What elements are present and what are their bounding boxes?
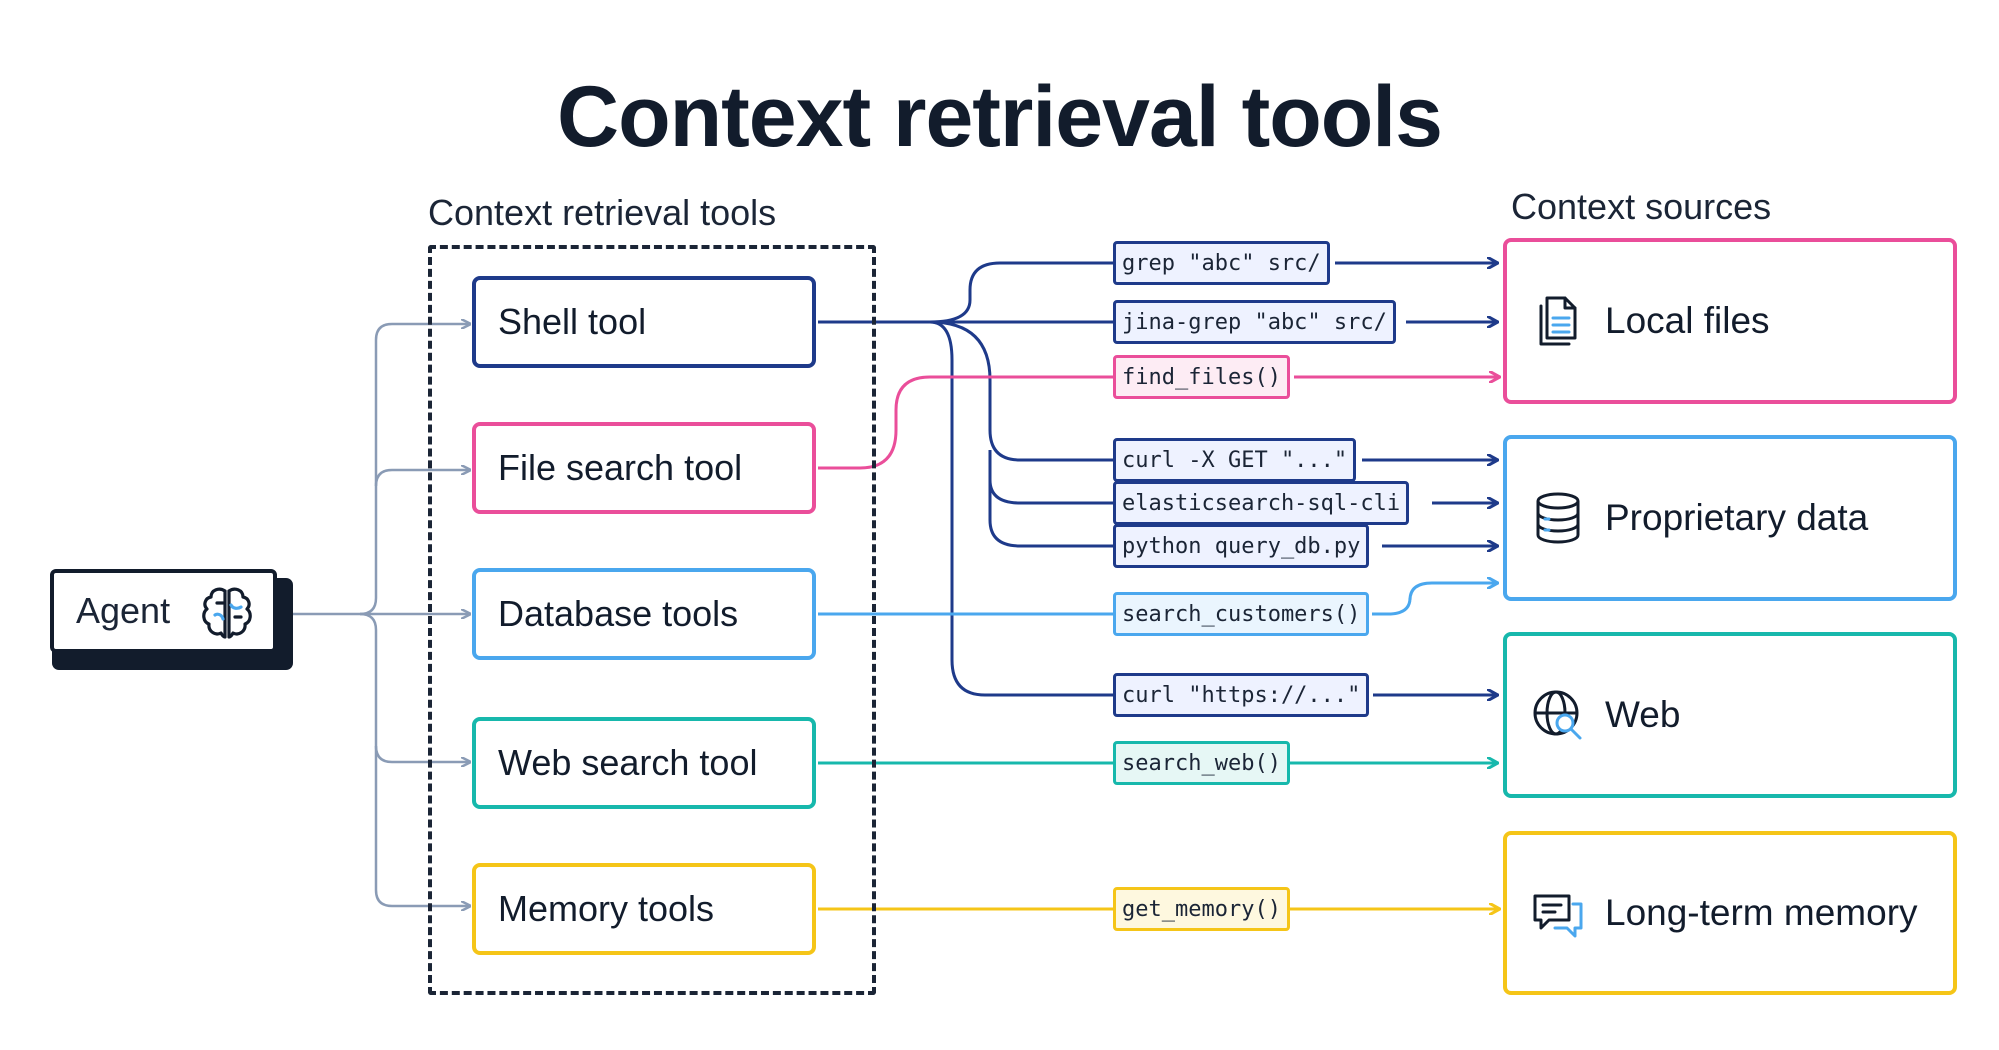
proprietary-data-box[interactable]: Proprietary data xyxy=(1503,435,1957,601)
command-search-customers: search_customers() xyxy=(1113,592,1370,636)
memory-tools-label: Memory tools xyxy=(498,888,715,929)
command-search-web: search_web() xyxy=(1113,741,1290,785)
database-connectors xyxy=(818,583,1498,616)
search-customers-to-proprietary-arrow xyxy=(1372,583,1498,616)
command-jina-grep: jina-grep "abc" src/ xyxy=(1113,300,1396,344)
brain-icon xyxy=(202,587,252,639)
agent-to-shell-arrow xyxy=(359,324,470,616)
shell-to-curl-get-line xyxy=(929,320,1113,462)
command-python-query-db: python query_db.py xyxy=(1113,524,1370,568)
agent-node[interactable]: Agent xyxy=(50,569,277,653)
command-grep: grep "abc" src/ xyxy=(1113,241,1330,285)
web-label: Web xyxy=(1605,694,1681,735)
command-find-files: find_files() xyxy=(1113,355,1290,399)
local-files-label: Local files xyxy=(1605,300,1770,341)
agent-label: Agent xyxy=(76,590,171,631)
shell-to-grep-line xyxy=(929,261,1113,324)
web-search-tool-label: Web search tool xyxy=(498,742,758,783)
command-curl-https: curl "https://..." xyxy=(1113,673,1370,717)
database-icon xyxy=(1536,492,1580,544)
shell-tool-box[interactable]: Shell tool xyxy=(472,276,816,368)
agent-to-web-search-arrow xyxy=(374,745,470,762)
chat-icon xyxy=(1533,894,1583,938)
shell-branch-connectors xyxy=(818,263,1498,695)
command-get-memory: get_memory() xyxy=(1113,887,1290,931)
shell-to-python-line xyxy=(988,480,1113,548)
tools-group-label: Context retrieval tools xyxy=(428,192,777,233)
file-search-tool-box[interactable]: File search tool xyxy=(472,422,816,514)
command-curl-get: curl -X GET "..." xyxy=(1113,438,1357,482)
agent-to-memory-arrow xyxy=(359,612,470,906)
agent-to-tools-connectors xyxy=(279,324,470,906)
document-icon xyxy=(1539,296,1577,346)
tools-group-box xyxy=(428,245,876,995)
shell-tool-label: Shell tool xyxy=(498,301,647,342)
database-tools-label: Database tools xyxy=(498,593,739,634)
diagram-title: Context retrieval tools xyxy=(557,69,1443,165)
globe-search-icon xyxy=(1533,690,1582,740)
local-files-box[interactable]: Local files xyxy=(1503,238,1957,404)
memory-tools-box[interactable]: Memory tools xyxy=(472,863,816,955)
web-search-tool-box[interactable]: Web search tool xyxy=(472,717,816,809)
sources-group-label: Context sources xyxy=(1511,186,1772,227)
database-tools-box[interactable]: Database tools xyxy=(472,568,816,660)
file-search-tool-label: File search tool xyxy=(498,447,743,488)
web-box[interactable]: Web xyxy=(1503,632,1957,798)
proprietary-data-label: Proprietary data xyxy=(1605,497,1869,538)
long-term-memory-label: Long-term memory xyxy=(1605,892,1918,933)
shell-to-curl-https-line xyxy=(929,320,1113,697)
command-elasticsearch-sql-cli: elasticsearch-sql-cli xyxy=(1113,481,1410,525)
agent-to-file-search-arrow xyxy=(374,470,470,487)
long-term-memory-box[interactable]: Long-term memory xyxy=(1503,831,1957,995)
